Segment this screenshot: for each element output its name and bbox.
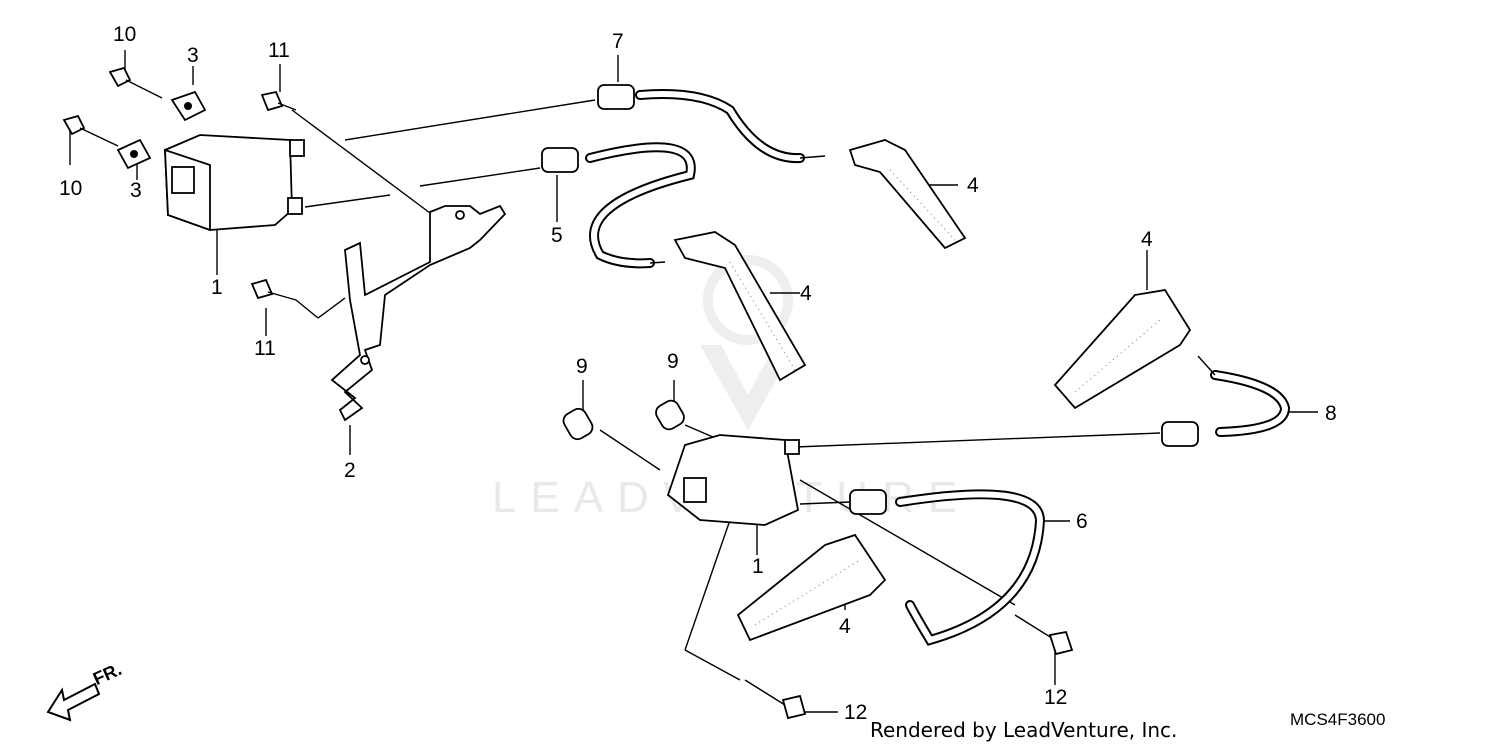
callout-4-a: 4	[967, 174, 979, 197]
callout-4-d: 4	[839, 615, 851, 638]
callout-10-upper: 10	[113, 23, 137, 46]
plug-cap-4-b	[673, 231, 807, 382]
callout-11-lower: 11	[254, 337, 276, 360]
front-arrow-icon	[46, 682, 101, 722]
callout-12-left: 12	[844, 701, 868, 724]
plug-wire-7	[597, 84, 826, 164]
plug-cap-4-d	[736, 533, 887, 642]
callout-1-upper: 1	[211, 276, 223, 299]
callout-3-lower: 3	[130, 179, 142, 202]
plug-wire-5	[541, 142, 696, 269]
callout-11-upper: 11	[268, 39, 290, 62]
credit-text: Rendered by LeadVenture, Inc.	[870, 718, 1178, 742]
bracket-2	[330, 204, 507, 422]
bolt-10-upper	[108, 66, 163, 99]
bolt-11-upper	[260, 90, 297, 112]
bolt-10-lower	[62, 114, 119, 147]
plug-wire-6	[849, 489, 1046, 646]
ignition-coil-lower	[666, 434, 800, 526]
callout-8: 8	[1325, 402, 1337, 425]
clamp-3-lower	[116, 138, 152, 170]
callout-4-b: 4	[800, 282, 812, 305]
callout-6: 6	[1076, 510, 1088, 533]
diagram-code: MCS4F3600	[1290, 710, 1386, 729]
callout-1-lower: 1	[752, 555, 764, 578]
callout-9-left: 9	[576, 355, 588, 378]
leader-lines	[69, 50, 1318, 713]
spacer-9-right	[655, 399, 685, 431]
callout-9-right: 9	[667, 350, 679, 373]
bolt-11-lower	[250, 278, 297, 301]
callout-4-c: 4	[1141, 228, 1153, 251]
callout-3-upper: 3	[187, 44, 199, 67]
plug-wire-8	[1161, 355, 1291, 447]
callout-10-lower: 10	[59, 177, 83, 200]
spacer-9-left	[562, 407, 594, 441]
plug-cap-4-a	[848, 139, 967, 250]
callout-7: 7	[612, 30, 624, 53]
clamp-3-upper	[170, 90, 207, 122]
bolt-12-left	[744, 679, 807, 720]
plug-cap-4-c	[1053, 289, 1192, 410]
bolt-12-right	[1014, 614, 1074, 656]
callout-5: 5	[551, 224, 563, 247]
callout-12-right: 12	[1044, 686, 1068, 709]
callout-2: 2	[344, 459, 356, 482]
ignition-coil-upper	[164, 134, 305, 232]
